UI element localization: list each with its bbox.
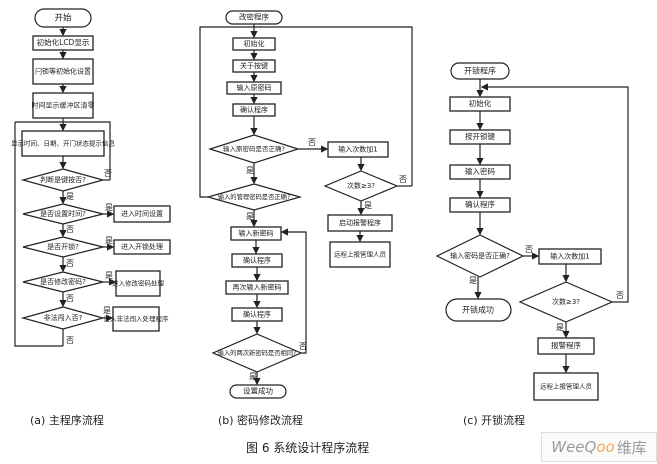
b-step-4-label: 确认程序 [240, 105, 268, 114]
a-action-3-label: 进入修改密码处理 [112, 279, 165, 288]
c-side-decision-label: 次数≥3? [552, 297, 580, 306]
a-loop-top [15, 121, 111, 180]
c-subtitle: (c) 开锁流程 [463, 413, 525, 427]
a-step-2 [32, 58, 94, 85]
a-d1-no: 否 [104, 169, 112, 178]
b-new-step-2-label: 确认程序 [243, 256, 271, 265]
a-d5-yes: 是 [103, 306, 111, 315]
b-decision-3-label: 输入的两次新密码是否相同? [218, 348, 297, 357]
b-d1-no: 否 [308, 138, 316, 147]
b-d3-yes: 是 [249, 372, 257, 381]
c-side-yes: 是 [556, 323, 564, 332]
b-new-step-4-label: 确认程序 [243, 310, 271, 319]
b-d2-yes: 是 [246, 212, 254, 221]
a-action-4-label: 进入非法闯入处理程序 [104, 314, 170, 323]
a-decision-3-label: 是否开锁? [47, 242, 79, 251]
a-action-1-label: 进入时间设置 [121, 209, 163, 218]
c-end-terminal [445, 298, 512, 322]
b-d3-loop [280, 228, 307, 354]
watermark-brand-b: oo [596, 438, 615, 456]
panel-c-unlock: 开锁程序 初始化 按开锁键 输入密码 确认程序 输入密码是否正确? 否 是 开锁… [435, 62, 629, 427]
b-step-3-label: 输入原密码 [237, 83, 272, 92]
b-start-label: 改密程序 [239, 12, 269, 22]
a-d2-yes: 是 [105, 203, 113, 212]
b-subtitle: (b) 密码修改流程 [218, 413, 303, 427]
c-decision-1 [435, 234, 525, 278]
a-d3-yes: 是 [105, 236, 113, 245]
b-decision-2-label: 输入的管理密码是否正确? [218, 192, 291, 201]
a-d1-yes: 是 [66, 192, 74, 201]
b-loop-left [199, 26, 254, 198]
a-action-2 [113, 239, 171, 255]
b-step-2-label: 关于按键 [240, 61, 268, 70]
b-side-step-1-label: 输入次数加1 [338, 145, 377, 154]
b-decision-1-label: 输入原密码是否正确? [223, 144, 285, 153]
a-action-2-label: 进入开锁处理 [121, 242, 163, 251]
b-new-step-1-label: 输入新密码 [239, 229, 274, 238]
a-action-3 [115, 270, 161, 297]
panel-a-main-program: 开始 初始化LCD显示 闩锁等初始化设置 时间显示缓冲区清零 显示时间、日期、开… [11, 8, 171, 427]
a-decision-4-label: 是否修改密码? [40, 277, 86, 286]
c-d1-yes: 是 [469, 276, 477, 285]
c-step-2-label: 按开锁键 [465, 131, 495, 141]
a-decision-1-label: 判断是键按否? [40, 175, 86, 184]
c-step-1-label: 初始化 [469, 98, 492, 108]
figure-caption: 图 6 系统设计程序流程 [246, 440, 369, 455]
c-d1-no: 否 [525, 245, 533, 254]
a-decision-2-label: 是否设置时间? [40, 209, 86, 218]
c-decision-1-label: 输入密码是否正确? [450, 251, 510, 260]
b-d3-no: 否 [299, 342, 307, 351]
c-side-step-3-label: 远程上报管理人员 [540, 382, 593, 391]
a-d4-yes: 是 [105, 271, 113, 280]
a-d2-no: 否 [66, 225, 74, 234]
watermark-brand-a: WeeQ [551, 438, 597, 456]
b-new-step-3-label: 再次输入新密码 [233, 283, 282, 292]
b-step-1-label: 初始化 [244, 39, 265, 48]
a-d4-no: 否 [66, 294, 74, 303]
c-side-no: 否 [616, 291, 624, 300]
b-loop-right [254, 26, 413, 186]
a-loop-left [14, 122, 63, 347]
b-side-step-3-label: 远程上报管理人员 [334, 250, 387, 259]
panel-b-password-change: 改密程序 初始化 关于按键 输入原密码 确认程序 输入原密码是否正确? 否 是 … [199, 10, 413, 427]
c-side-step-3 [533, 372, 599, 401]
c-side-step-1-label: 输入次数加1 [550, 252, 589, 261]
b-side-no: 否 [399, 175, 407, 184]
c-side-step-2-label: 报警程序 [551, 340, 581, 350]
a-step-4-label: 显示时间、日期、开门状态提示信息 [11, 139, 116, 148]
a-start-label: 开始 [54, 13, 72, 24]
c-end-label: 开锁成功 [462, 305, 494, 315]
b-d1-yes: 是 [246, 166, 254, 175]
b-end-terminal [229, 384, 287, 399]
b-end-label: 设置成功 [243, 386, 273, 396]
a-decision-5-label: 非法闯入否? [44, 313, 83, 322]
a-d3-no: 否 [66, 259, 74, 268]
c-step-3-label: 输入密码 [465, 166, 495, 176]
c-side-step-1 [538, 248, 602, 265]
a-step-2-label: 闩锁等初始化设置 [35, 67, 91, 76]
a-action-1 [113, 205, 171, 223]
a-step-3-label: 时间显示缓冲区清零 [32, 101, 95, 110]
b-side-step-3 [329, 241, 391, 268]
watermark-brand-c: 维库 [616, 438, 647, 457]
a-step-1-label: 初始化LCD显示 [37, 37, 90, 47]
b-side-yes: 是 [364, 201, 372, 210]
b-side-step-1 [327, 141, 389, 158]
c-step-4-label: 确认程序 [465, 199, 495, 209]
b-side-step-2-label: 启动报警程序 [339, 218, 381, 227]
a-action-4 [112, 306, 160, 332]
b-side-decision-label: 次数≥3? [347, 181, 375, 190]
c-start-label: 开锁程序 [464, 66, 496, 76]
a-subtitle: (a) 主程序流程 [30, 413, 104, 427]
c-loop [480, 83, 629, 303]
a-d5-no: 否 [66, 336, 74, 345]
